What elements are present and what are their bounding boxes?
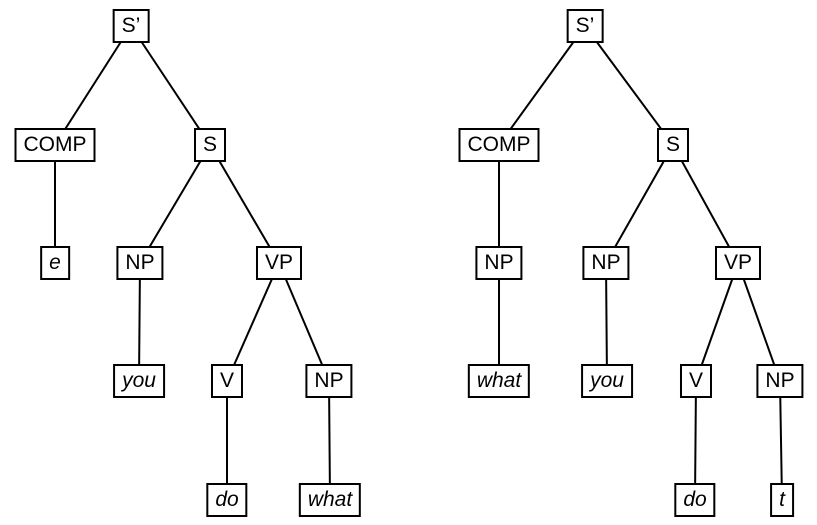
edge — [54, 25, 132, 146]
tree1-node-np-obj: NP — [305, 364, 353, 398]
tree2-node-np-subj: NP — [582, 246, 630, 280]
edge — [737, 262, 781, 382]
edge — [130, 25, 211, 146]
edge — [138, 262, 141, 382]
edge — [209, 144, 280, 264]
edge — [278, 262, 330, 382]
tree2-node-np-comp: NP — [475, 246, 523, 280]
tree2-node-s: S — [656, 128, 690, 162]
tree2-node-np-obj: NP — [756, 364, 804, 398]
tree1-leaf-you: you — [113, 364, 165, 398]
tree2-leaf-what: what — [467, 364, 531, 398]
tree2-node-s-bar: S’ — [566, 9, 604, 43]
tree2-node-v: V — [679, 364, 713, 398]
tree1-node-comp: COMP — [14, 128, 96, 162]
tree2-leaf-do: do — [674, 483, 716, 517]
edge — [695, 262, 739, 382]
edge — [328, 380, 331, 501]
edge — [226, 262, 280, 382]
edge — [672, 144, 739, 264]
tree1-leaf-what: what — [298, 483, 362, 517]
tree1-node-s: S — [193, 128, 227, 162]
tree2-node-comp: COMP — [458, 128, 540, 162]
tree1-leaf-e: e — [40, 246, 70, 280]
edge — [139, 144, 211, 264]
tree1-node-np-subj: NP — [116, 246, 164, 280]
tree2-node-vp: VP — [714, 246, 762, 280]
tree2-leaf-t: t — [770, 483, 794, 517]
tree1-node-v: V — [210, 364, 244, 398]
tree1-node-vp: VP — [255, 246, 303, 280]
edge — [694, 380, 697, 501]
tree2-leaf-you: you — [581, 364, 633, 398]
tree1-node-s-bar: S’ — [112, 9, 150, 43]
edge — [605, 144, 674, 264]
tree1-leaf-do: do — [206, 483, 248, 517]
edge — [498, 25, 586, 146]
edge — [584, 25, 674, 146]
edge — [779, 380, 783, 501]
edge — [605, 262, 608, 382]
